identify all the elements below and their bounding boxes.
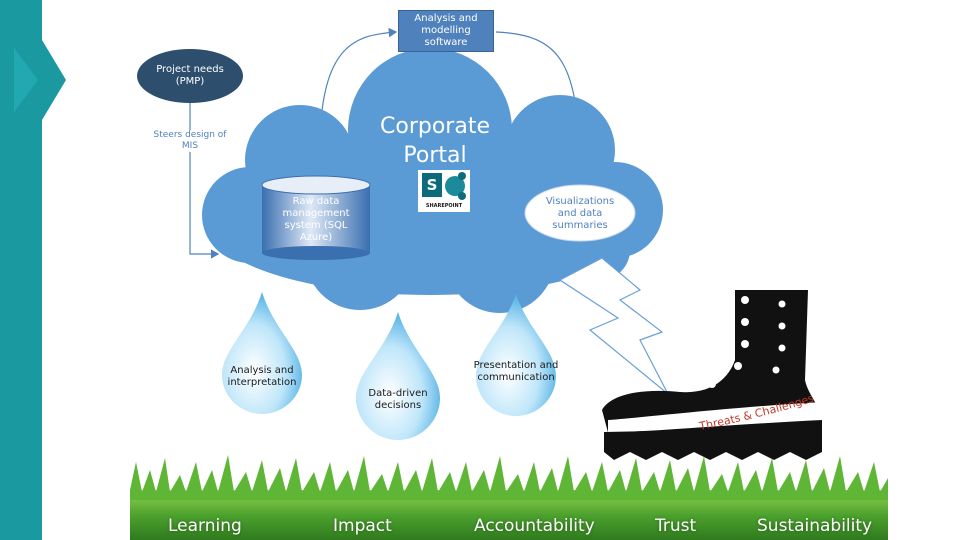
drop-decisions-label: Data-driven decisions (368, 388, 428, 411)
sharepoint-icon (418, 170, 470, 212)
lightning-bolt-icon (558, 257, 669, 395)
value-trust: Trust (655, 516, 697, 536)
drop-analysis-label: Analysis and interpretation (227, 365, 297, 388)
drop-presentation-label: Presentation and communication (473, 360, 559, 383)
visualizations-node (524, 184, 636, 242)
database-cylinder (261, 175, 371, 260)
sharepoint-letter: S (426, 176, 438, 194)
cloud-title: Corporate Portal (380, 114, 490, 168)
raw-data-label: Raw data management system (SQL Azure) (282, 196, 350, 243)
analysis-software-box: Analysis and modelling software (398, 10, 494, 52)
grass-strip (130, 455, 888, 540)
water-drop-3 (476, 294, 556, 416)
value-accountability: Accountability (474, 516, 595, 536)
value-learning: Learning (168, 516, 242, 536)
water-drop-1 (222, 292, 302, 414)
project-needs-node (137, 49, 243, 103)
visualizations-label: Visualizations and data summaries (545, 196, 615, 231)
value-sustainability: Sustainability (757, 516, 873, 536)
steers-line (189, 102, 220, 259)
water-drop-2 (356, 312, 440, 440)
steers-design-label: Steers design of MIS (152, 130, 228, 152)
value-impact: Impact (333, 516, 392, 536)
project-needs-label: Project needs (PMP) (156, 64, 224, 87)
sharepoint-label: SHAREPOINT (425, 203, 463, 209)
boot-icon (602, 290, 822, 460)
